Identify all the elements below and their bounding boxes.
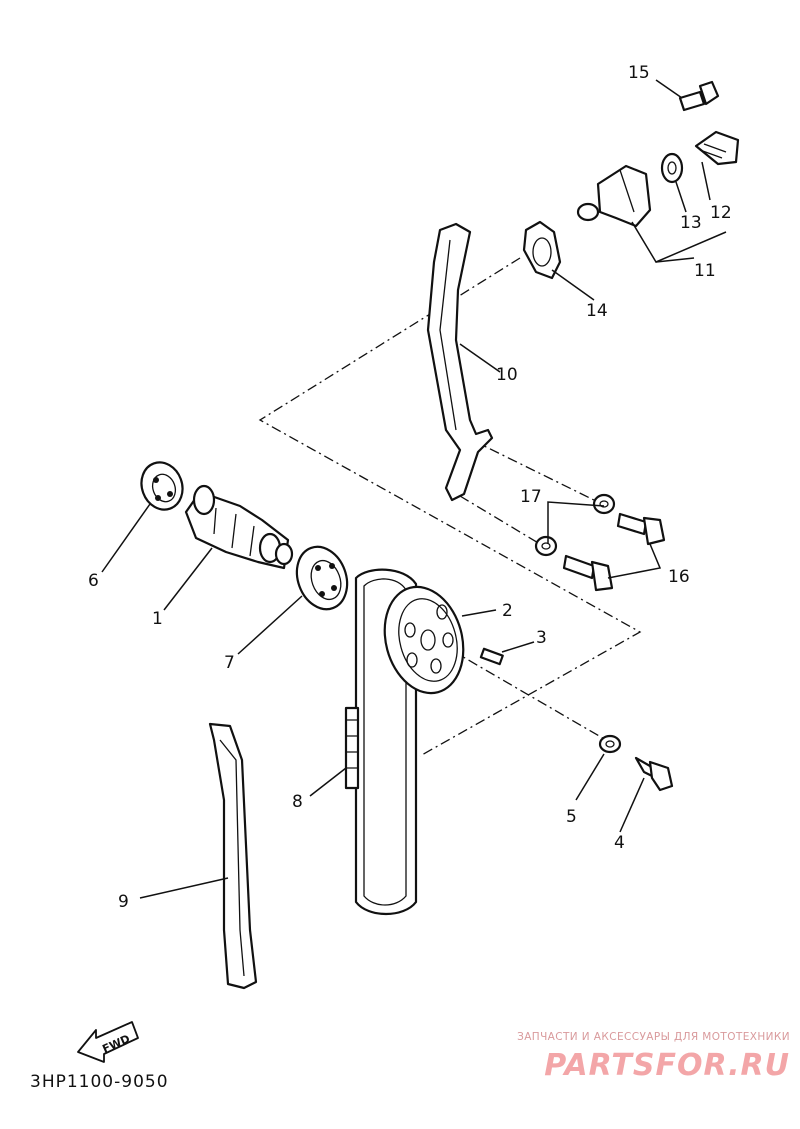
callout-14[interactable]: 14: [586, 301, 608, 321]
tensioner-guide[interactable]: [426, 222, 494, 502]
bearing-left[interactable]: [135, 457, 189, 516]
bearing-right[interactable]: [289, 540, 356, 617]
bolt-tensioner[interactable]: [678, 80, 720, 112]
callout-12[interactable]: 12: [710, 203, 732, 223]
bolts-guide[interactable]: [562, 512, 666, 592]
leader-lines: [101, 79, 727, 899]
washer-tensioner[interactable]: [660, 152, 684, 184]
fwd-arrow: FWD: [77, 1021, 139, 1063]
dowel-pin[interactable]: [479, 647, 504, 666]
cam-sprocket[interactable]: [373, 578, 474, 702]
camshaft[interactable]: [184, 484, 294, 570]
callout-16[interactable]: 16: [668, 567, 690, 587]
watermark-logo: PARTSFOR.RU: [544, 1048, 790, 1083]
callout-11[interactable]: 11: [694, 261, 716, 281]
callout-8[interactable]: 8: [292, 792, 303, 812]
chain-guide[interactable]: [208, 722, 258, 990]
callout-numbers: 1 2 3 4 5 6 7 8 9 10 11 12 13 14 15 16 1…: [88, 63, 732, 912]
callout-15[interactable]: 15: [628, 63, 650, 83]
tensioner-cap-bolt[interactable]: [694, 130, 740, 166]
callout-5[interactable]: 5: [566, 807, 577, 827]
washers-guide[interactable]: [534, 493, 616, 557]
callout-10[interactable]: 10: [496, 365, 518, 385]
callout-17[interactable]: 17: [520, 487, 542, 507]
cam-chain[interactable]: [344, 568, 418, 915]
callout-4[interactable]: 4: [614, 833, 625, 853]
bolt-sprocket[interactable]: [634, 756, 674, 792]
diagram-code: 3HP1100-9050: [30, 1072, 169, 1092]
callout-1[interactable]: 1: [152, 609, 163, 629]
callout-13[interactable]: 13: [680, 213, 702, 233]
callout-6[interactable]: 6: [88, 571, 99, 591]
callout-7[interactable]: 7: [224, 653, 235, 673]
callout-9[interactable]: 9: [118, 892, 129, 912]
watermark-tagline: ЗАПЧАСТИ И АКСЕССУАРЫ ДЛЯ МОТОТЕХНИКИ: [517, 1031, 790, 1043]
tensioner-assembly[interactable]: [576, 164, 652, 228]
callout-3[interactable]: 3: [536, 628, 547, 648]
tensioner-gasket[interactable]: [522, 220, 562, 280]
washer-sprocket[interactable]: [598, 734, 622, 754]
callout-2[interactable]: 2: [502, 601, 513, 621]
